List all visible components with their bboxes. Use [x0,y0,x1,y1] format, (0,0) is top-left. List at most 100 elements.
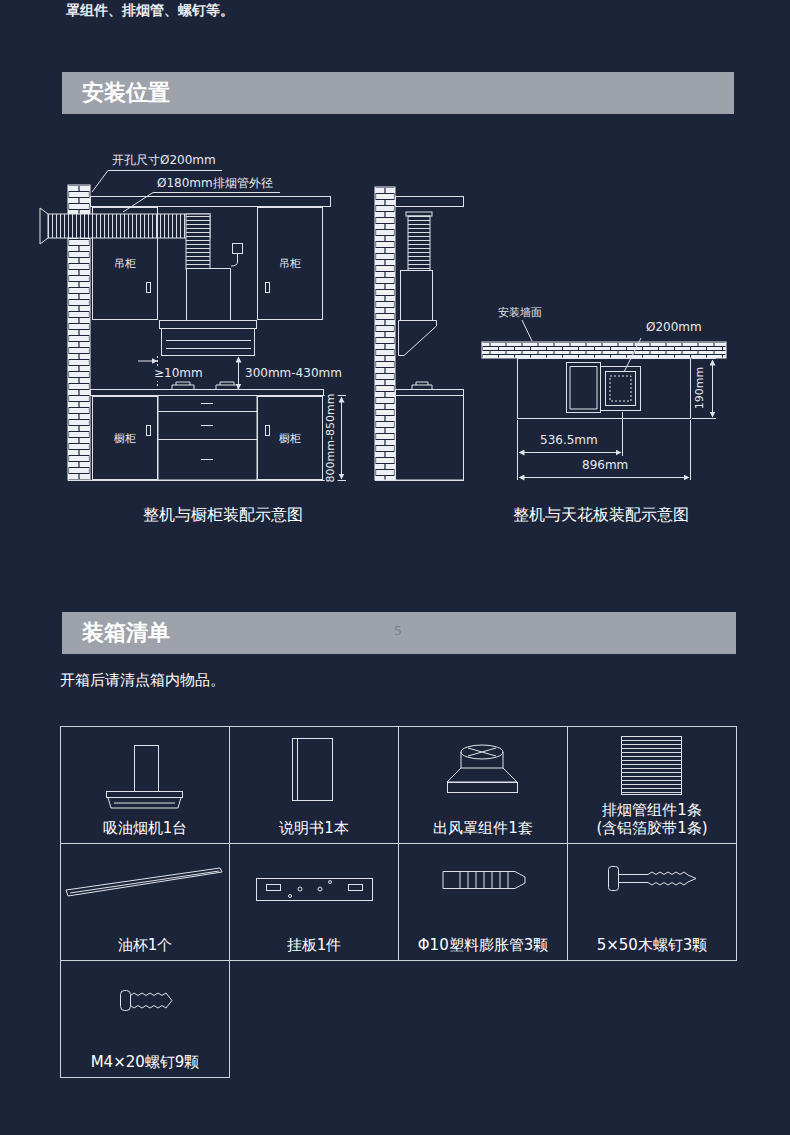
side-view-drawing [375,480,464,481]
cabinet-assembly-drawing [201,404,213,460]
figure-caption: 整机与橱柜装配示意图 [143,506,303,524]
header-text: 安装位置 [82,78,170,108]
cabinet-assembly-drawing [40,208,48,244]
cabinet-label: 橱柜 [279,431,301,446]
side-view-drawing [375,187,395,480]
dimension-text: 536.5mm [538,434,600,448]
cabinet-assembly-drawing [231,254,238,267]
item-icons [293,739,333,801]
item-name: 5×50木螺钉3颗 [597,936,708,954]
item-icons [609,867,619,891]
item-icons [114,803,175,804]
side-view-drawing [412,382,432,389]
cabinet-assembly-drawing [147,426,151,436]
ceiling-plan-drawing [518,412,691,480]
note-text: 罩组件、排烟管、螺钉等。 [66,2,234,18]
item-icons [70,871,219,893]
item-icons [318,887,322,891]
side-view-drawing [396,390,464,396]
callout-text: 开孔尺寸Ø200mm [110,154,218,168]
item-icons [648,872,696,885]
ceiling-plan-drawing [570,367,597,410]
side-view-drawing [406,212,432,216]
item-icons [66,868,222,896]
ceiling-plan-drawing [519,477,689,478]
cabinet-assembly-drawing [233,244,243,254]
ceiling-plan-drawing [482,342,726,358]
item-name: 说明书1本 [279,819,349,837]
cabinet-assembly-drawing [138,361,157,362]
cabinet-assembly-drawing [147,283,151,293]
item-icons [135,746,159,792]
dimension-text: 800mm-850mm [325,392,338,485]
item-name: 油杯1个 [118,936,173,954]
item-cell: 油杯1个 [60,843,230,961]
item-icons [619,875,649,883]
wall-cabinet: 吊柜 [257,207,323,320]
figure-caption: 整机与天花板装配示意图 [513,506,689,524]
note-text: 开箱后请清点箱内物品。 [60,672,225,689]
dimension-text: 300mm-430mm [243,367,344,381]
cabinet-assembly-drawing [40,171,346,481]
item-icons [297,739,298,801]
item-name: 挂板1件 [287,936,342,954]
cabinet-assembly-drawing [186,214,210,269]
dimension-text: 896mm [580,459,630,473]
cabinet-label: 橱柜 [114,431,136,446]
item-icons [447,768,517,782]
cabinet-label: 吊柜 [279,256,301,271]
item-cell: 吸油烟机1台 [60,726,230,844]
cabinet-assembly-drawing [341,397,342,479]
item-icons [66,737,696,1011]
item-icons [289,895,292,898]
ceiling-plan-drawing [610,376,631,401]
item-cell: 说明书1本 [229,726,399,844]
side-view-drawing [408,216,430,271]
cabinet-assembly-drawing [187,269,231,321]
item-icons [349,885,363,891]
item-name: 出风罩组件1套 [433,819,533,837]
ceiling-plan-drawing [567,363,601,413]
item-icons [448,783,518,793]
item-name: 吸油烟机1台 [103,819,188,837]
cabinet-assembly-drawing [172,382,238,389]
side-view-drawing [401,271,433,321]
item-icons [121,991,131,1011]
side-view-drawing [396,396,464,481]
item-icons [461,752,503,768]
cabinet-assembly-drawing [160,321,257,329]
cabinet-assembly-drawing [238,357,239,389]
item-icons [460,872,508,889]
ceiling-plan-drawing [692,359,716,419]
cabinet-assembly-drawing [91,390,324,396]
cabinet-label: 吊柜 [114,256,136,271]
item-icons [131,993,173,1008]
dimension-text: Ø200mm [644,321,704,335]
wall-cabinet: 吊柜 [92,207,158,320]
item-name: M4×20螺钉9颗 [91,1053,200,1071]
item-icons [107,792,183,798]
ceiling-plan-drawing [606,372,636,406]
ceiling-plan-drawing [518,359,691,419]
cabinet-assembly-drawing [91,197,331,207]
item-icons [298,887,302,891]
item-icons [257,879,373,901]
item-cell: 出风罩组件1套 [398,726,568,844]
side-view-drawing [375,187,464,481]
item-icons [329,881,332,884]
cabinet-assembly-drawing [266,283,270,293]
callout-text: Ø180mm排烟管外径 [155,177,275,191]
item-icons [622,737,682,795]
dimension-text: 190mm [694,365,707,411]
ceiling-plan-drawing [519,452,621,453]
item-name: 排烟管组件1条 (含铝箔胶带1条) [572,801,732,837]
ceiling-plan-drawing [482,320,726,480]
item-cell: M4×20螺钉9颗 [60,960,230,1078]
ceiling-plan-drawing [601,367,641,411]
item-cell: 5×50木螺钉3颗 [567,843,737,961]
side-view-drawing [399,321,437,356]
base-cabinet: 橱柜 [257,396,323,480]
item-icons [267,885,281,891]
cabinet-assembly-drawing [68,480,346,481]
